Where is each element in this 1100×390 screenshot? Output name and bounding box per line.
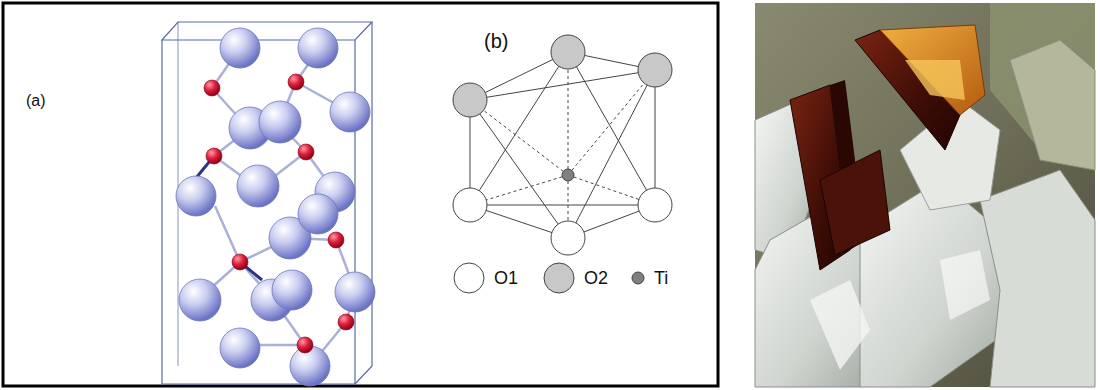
legend-swatch-icon	[630, 270, 646, 286]
legend-label: O2	[584, 268, 608, 289]
legend-swatch	[632, 272, 644, 284]
titanium-atoms	[204, 74, 354, 353]
unit-cell	[162, 22, 372, 384]
octahedron-atoms	[453, 35, 672, 255]
octahedron-edges	[470, 52, 655, 238]
legend-label: O1	[494, 268, 518, 289]
panel-label: (b)	[484, 30, 508, 53]
legend-entry: O1	[452, 262, 518, 294]
legend-entry: Ti	[630, 262, 668, 294]
crystal-photo	[755, 3, 1095, 387]
legend-swatch-icon	[452, 261, 486, 295]
oxygen-atoms	[176, 28, 375, 386]
legend-swatch-icon	[542, 261, 576, 295]
legend-swatch	[454, 263, 484, 293]
legend-entry: O2	[542, 262, 608, 294]
panel-frame	[3, 3, 718, 386]
bonds	[200, 48, 355, 366]
legend-label: Ti	[654, 268, 668, 289]
panel-label: (a)	[26, 92, 46, 110]
legend-swatch	[544, 263, 574, 293]
